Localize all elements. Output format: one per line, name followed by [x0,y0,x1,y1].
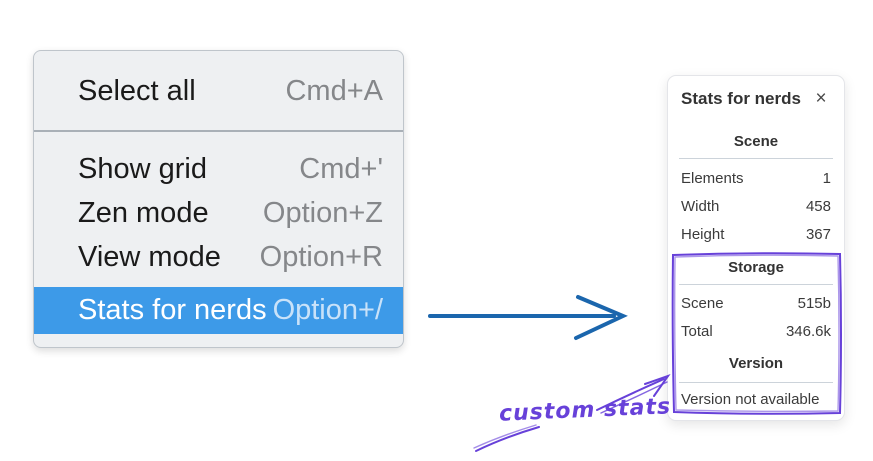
custom-stats-annotation: custom stats [498,394,672,427]
blue-arrow [428,295,628,340]
menu-item-shortcut: Option+/ [272,294,383,326]
menu-item-label: View mode [78,240,221,273]
menu-item-shortcut: Option+R [259,240,383,273]
stat-value: 515b [797,295,831,312]
stat-value: 1 [822,170,831,187]
menu-item-zen-mode[interactable]: Zen mode Option+Z [34,191,403,235]
menu-item-select-all[interactable]: Select all Cmd+A [34,68,403,114]
menu-divider [34,130,403,132]
section-divider [679,382,833,383]
stat-value: 346.6k [785,323,831,340]
menu-item-shortcut: Option+Z [262,196,383,229]
stat-label: Width [681,198,720,215]
menu-item-label: Select all [78,74,196,107]
menu-section-top: Select all Cmd+A [34,51,403,130]
section-heading-version: Version [728,355,784,372]
section-heading-scene: Scene [733,133,779,150]
section-divider [679,284,833,285]
stat-label: Height [681,226,725,243]
menu-item-stats-for-nerds[interactable]: Stats for nerds Option+/ [34,287,403,334]
menu-item-show-grid[interactable]: Show grid Cmd+' [34,147,403,191]
annotation-arrow-tail [473,424,540,452]
menu-item-shortcut: Cmd+A [285,74,383,107]
version-status-text: Version not available [681,391,820,408]
section-heading-storage: Storage [728,259,784,276]
menu-item-label: Zen mode [78,196,209,229]
close-icon[interactable]: × [811,89,831,108]
menu-item-shortcut: Cmd+' [299,152,383,185]
stat-row-scene-size: Scene 515b [681,290,831,318]
context-menu: Select all Cmd+A Show grid Cmd+' Zen mod… [33,50,404,348]
stat-row-total-size: Total 346.6k [681,318,831,346]
stats-panel-header: Stats for nerds × [681,88,831,110]
menu-item-view-mode[interactable]: View mode Option+R [34,235,403,279]
stat-label: Scene [681,295,724,312]
stat-row-elements: Elements 1 [681,165,831,193]
menu-section-view: Show grid Cmd+' Zen mode Option+Z View m… [34,132,403,347]
stats-panel-title: Stats for nerds [681,89,801,108]
stat-value: 367 [805,226,831,243]
stat-value: 458 [805,198,831,215]
menu-item-label: Stats for nerds [78,294,267,326]
stat-label: Elements [681,170,744,187]
stats-panel: Stats for nerds × Scene Elements 1 Width… [667,75,845,421]
menu-item-label: Show grid [78,152,207,185]
section-divider [679,158,833,159]
stat-label: Total [681,323,713,340]
stat-row-width: Width 458 [681,193,831,221]
stat-row-height: Height 367 [681,221,831,249]
